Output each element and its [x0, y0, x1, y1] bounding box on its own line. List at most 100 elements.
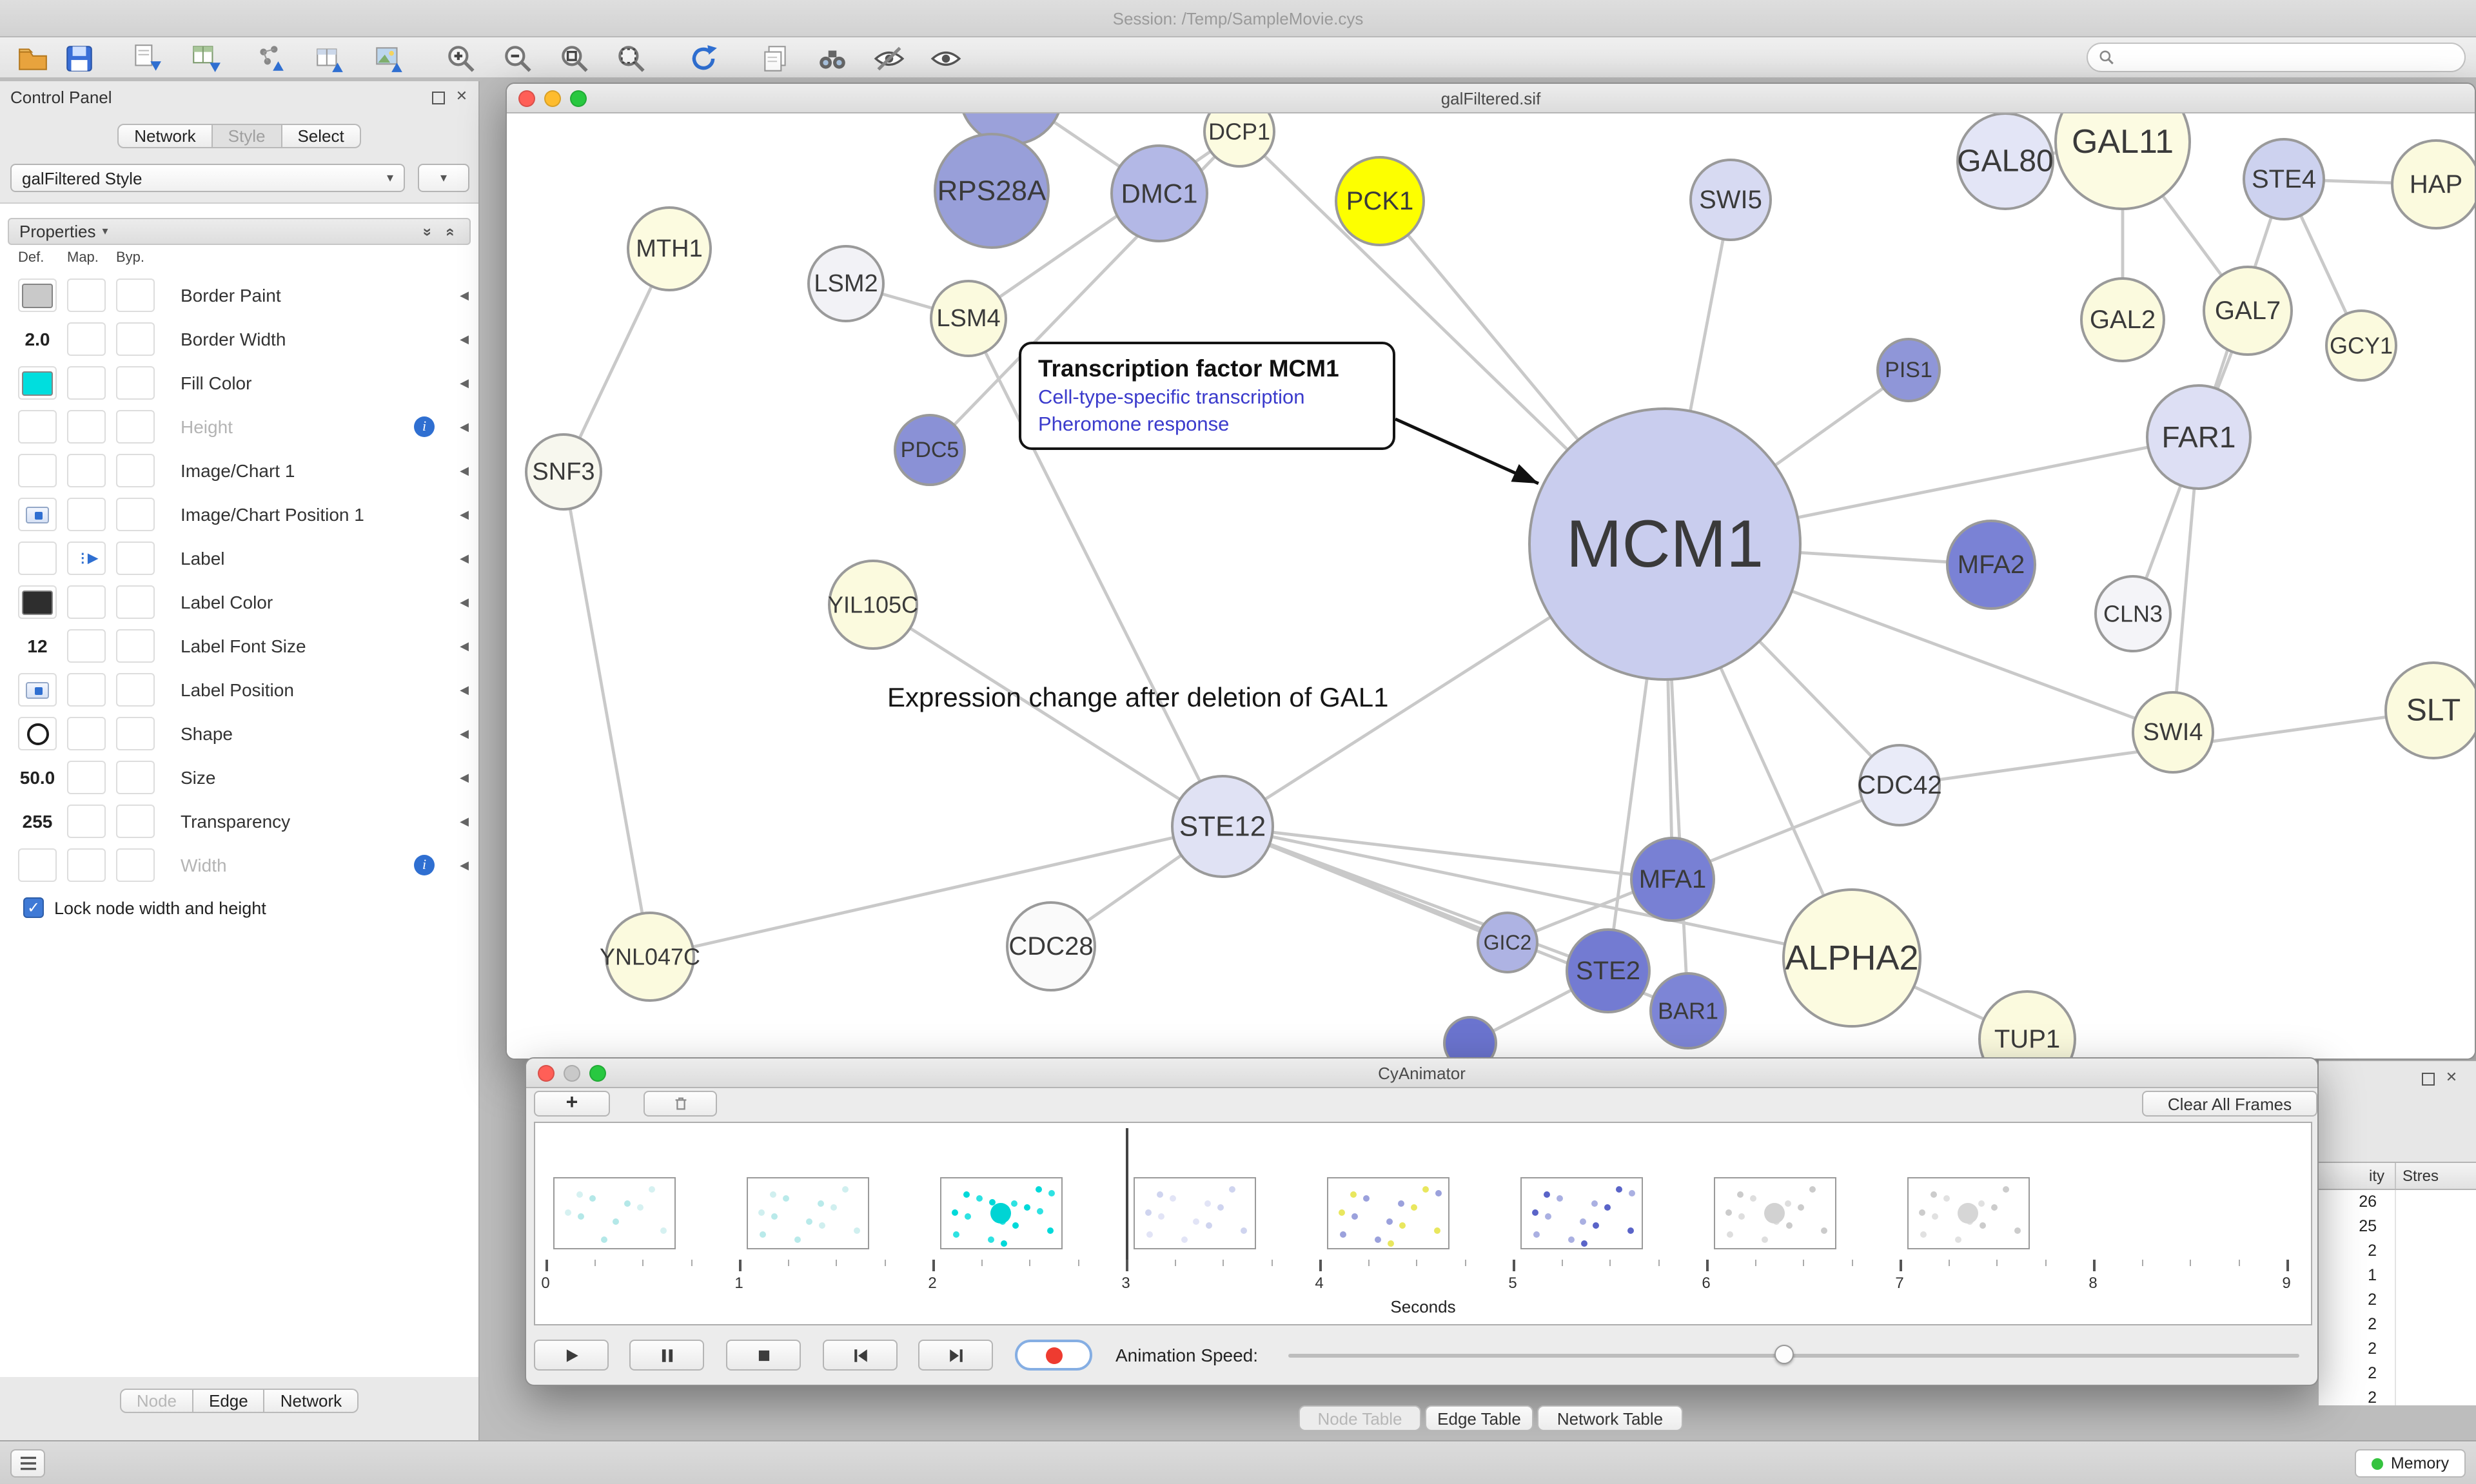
- default-value-cell[interactable]: [18, 848, 57, 882]
- expand-arrow-icon[interactable]: ◀: [460, 595, 469, 608]
- network-node-ALPHA2[interactable]: ALPHA2: [1782, 888, 1921, 1028]
- default-value-cell[interactable]: [18, 498, 57, 531]
- mapping-cell[interactable]: [67, 278, 106, 312]
- property-row-fill-color[interactable]: Fill Color◀: [0, 361, 478, 405]
- default-value-cell[interactable]: 255: [18, 805, 57, 838]
- bypass-cell[interactable]: [116, 278, 155, 312]
- frame-thumbnail-2[interactable]: [940, 1177, 1063, 1249]
- close-window-icon[interactable]: [518, 90, 535, 107]
- default-value-cell[interactable]: [18, 454, 57, 487]
- expand-arrow-icon[interactable]: ◀: [460, 770, 469, 783]
- expand-arrow-icon[interactable]: ◀: [460, 551, 469, 564]
- tab-network-style[interactable]: Network: [264, 1389, 359, 1413]
- network-node-STE4[interactable]: STE4: [2243, 138, 2325, 220]
- zoom-out-button[interactable]: [495, 40, 539, 76]
- property-row-label-position[interactable]: Label Position◀: [0, 668, 478, 712]
- network-node-MTH1[interactable]: MTH1: [627, 206, 712, 291]
- network-node-GAL7[interactable]: GAL7: [2203, 266, 2293, 356]
- cyanimator-titlebar[interactable]: CyAnimator: [526, 1059, 2317, 1088]
- minimize-window-icon[interactable]: [564, 1065, 580, 1082]
- expand-arrow-icon[interactable]: ◀: [460, 376, 469, 389]
- expand-arrow-icon[interactable]: ◀: [460, 288, 469, 301]
- frame-thumbnail-7[interactable]: [1907, 1177, 2030, 1249]
- default-value-cell[interactable]: [18, 717, 57, 750]
- network-node-GAL11[interactable]: GAL11: [2054, 113, 2191, 210]
- expand-arrow-icon[interactable]: ◀: [460, 727, 469, 739]
- tab-network-table[interactable]: Network Table: [1537, 1405, 1683, 1431]
- property-row-image-chart-position-1[interactable]: Image/Chart Position 1◀: [0, 493, 478, 536]
- network-node-PIS1[interactable]: PIS1: [1876, 338, 1941, 402]
- expand-arrow-icon[interactable]: ◀: [460, 858, 469, 871]
- stop-button[interactable]: [726, 1340, 801, 1371]
- close-window-icon[interactable]: [538, 1065, 555, 1082]
- bypass-cell[interactable]: [116, 585, 155, 619]
- properties-bar[interactable]: Properties ▾ » »: [8, 218, 471, 245]
- network-node-FAR1[interactable]: FAR1: [2146, 384, 2252, 490]
- export-table-button[interactable]: [307, 40, 351, 76]
- lock-size-checkbox[interactable]: ✓: [23, 897, 44, 918]
- mapping-cell[interactable]: [67, 498, 106, 531]
- tab-node-table[interactable]: Node Table: [1299, 1405, 1421, 1431]
- network-node-YIL105C[interactable]: YIL105C: [828, 560, 918, 650]
- network-node-GCY1[interactable]: GCY1: [2325, 309, 2397, 382]
- annotation-link-1[interactable]: Cell-type-specific transcription: [1038, 387, 1305, 409]
- frame-thumbnail-1[interactable]: [747, 1177, 869, 1249]
- annotation-box[interactable]: Transcription factor MCM1 Cell-type-spec…: [1019, 342, 1395, 450]
- table-row[interactable]: 2: [2319, 1386, 2476, 1405]
- column-header-stress[interactable]: Stres: [2402, 1167, 2439, 1185]
- record-button[interactable]: [1015, 1340, 1092, 1371]
- bypass-cell[interactable]: [116, 717, 155, 750]
- zoom-window-icon[interactable]: [589, 1065, 606, 1082]
- bypass-cell[interactable]: [116, 366, 155, 400]
- bypass-cell[interactable]: [116, 761, 155, 794]
- animation-speed-thumb[interactable]: [1774, 1345, 1794, 1364]
- style-options-button[interactable]: ▾: [418, 164, 469, 192]
- column-header-centrality[interactable]: ity: [2319, 1163, 2396, 1189]
- expand-arrow-icon[interactable]: ◀: [460, 639, 469, 652]
- network-node-GAL2[interactable]: GAL2: [2080, 277, 2165, 362]
- clear-all-frames-button[interactable]: Clear All Frames: [2142, 1091, 2317, 1117]
- network-node-CDC42[interactable]: CDC42: [1857, 744, 1942, 826]
- style-dropdown[interactable]: galFiltered Style ▾: [10, 164, 405, 192]
- default-value-cell[interactable]: [18, 542, 57, 575]
- network-node-SLT[interactable]: SLT: [2384, 661, 2475, 759]
- add-frame-button[interactable]: +: [534, 1091, 610, 1117]
- network-node-GIC2[interactable]: GIC2: [1477, 912, 1538, 973]
- network-node-RPS28A[interactable]: RPS28A: [934, 133, 1050, 249]
- network-node-SWI5[interactable]: SWI5: [1689, 159, 1772, 241]
- export-image-button[interactable]: [366, 40, 410, 76]
- table-row[interactable]: 2: [2319, 1288, 2476, 1313]
- network-node-PDC5[interactable]: PDC5: [894, 414, 966, 486]
- network-caption[interactable]: Expression change after deletion of GAL1: [887, 683, 1389, 713]
- pause-button[interactable]: [629, 1340, 704, 1371]
- mapping-cell[interactable]: [67, 454, 106, 487]
- expand-arrow-icon[interactable]: ◀: [460, 683, 469, 696]
- expand-all-icon[interactable]: »: [419, 227, 437, 236]
- show-all-button[interactable]: [923, 40, 967, 76]
- next-frame-button[interactable]: [918, 1340, 993, 1371]
- tab-network[interactable]: Network: [117, 124, 213, 148]
- default-value-cell[interactable]: [18, 410, 57, 444]
- table-row[interactable]: 2: [2319, 1362, 2476, 1386]
- import-network-button[interactable]: [124, 40, 168, 76]
- previous-frame-button[interactable]: [823, 1340, 898, 1371]
- network-node-LSM4[interactable]: LSM4: [930, 280, 1007, 357]
- network-node-PCK1[interactable]: PCK1: [1335, 156, 1425, 246]
- bypass-cell[interactable]: [116, 498, 155, 531]
- mapping-cell[interactable]: [67, 410, 106, 444]
- table-row[interactable]: 1: [2319, 1264, 2476, 1288]
- frame-thumbnail-6[interactable]: [1714, 1177, 1836, 1249]
- close-panel-icon[interactable]: ✕: [455, 89, 468, 104]
- network-node-MCM1[interactable]: MCM1: [1528, 407, 1802, 681]
- playhead[interactable]: [1126, 1128, 1128, 1260]
- expand-arrow-icon[interactable]: ◀: [460, 332, 469, 345]
- expand-arrow-icon[interactable]: ◀: [460, 507, 469, 520]
- frame-thumbnail-5[interactable]: [1520, 1177, 1643, 1249]
- network-node-CLN3[interactable]: CLN3: [2094, 575, 2172, 652]
- tab-style[interactable]: Style: [212, 124, 282, 148]
- bypass-cell[interactable]: [116, 542, 155, 575]
